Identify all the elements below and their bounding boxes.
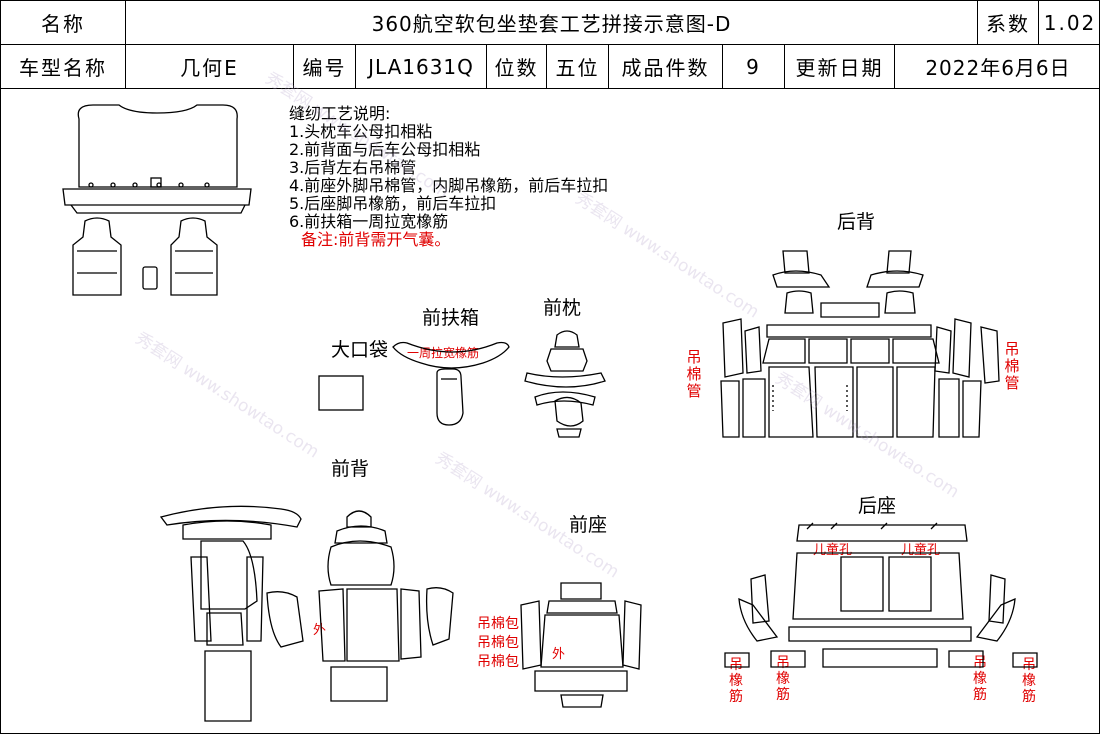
overview-rear-bench [62, 104, 252, 214]
note-armrest-band: 一周拉宽橡筋 [407, 346, 480, 360]
note-item: 4.前座外脚吊棉管，内脚吊橡筋，前后车拉扣 [289, 176, 609, 195]
pieces-label: 成品件数 [609, 45, 723, 89]
note-item: 3.后背左右吊棉管 [289, 158, 417, 177]
overview-front-seats [72, 217, 218, 296]
note-elastic: 吊橡筋 [973, 655, 987, 703]
note-item: 5.后座脚吊橡筋，前后车拉扣 [289, 194, 497, 213]
label-front-back: 前背 [331, 458, 370, 480]
notes-remark: 备注:前背需开气囊。 [301, 230, 451, 249]
note-hang-pack: 吊棉包 [477, 635, 519, 651]
watermark: 秀套网 www.showtao.com [131, 328, 323, 463]
update-value: 2022年6月6日 [895, 45, 1100, 89]
notes-heading: 缝纫工艺说明: [289, 104, 391, 123]
label-big-pocket: 大口袋 [331, 339, 389, 361]
rear-seat-pieces [724, 522, 1038, 668]
label-rear-seat: 后座 [858, 495, 897, 517]
note-hang-tube-left: 吊棉管 [686, 348, 702, 400]
pieces-value: 9 [723, 45, 785, 89]
note-item: 6.前扶箱一周拉宽橡筋 [289, 212, 449, 231]
sheet-title: 360航空软包坐垫套工艺拼接示意图-D [126, 1, 978, 45]
note-outer-front-seat: 外 [552, 647, 566, 662]
note-child-hole-left: 儿童孔 [813, 543, 853, 558]
note-elastic: 吊橡筋 [729, 657, 743, 705]
seats-value: 五位 [547, 45, 609, 89]
header-table: 名称 360航空软包坐垫套工艺拼接示意图-D 系数 1.02 车型名称 几何E … [1, 1, 1100, 89]
model-label: 车型名称 [1, 45, 126, 89]
note-item: 1.头枕车公母扣相粘 [289, 122, 433, 141]
label-rear-back: 后背 [837, 211, 876, 233]
coef-label: 系数 [978, 1, 1039, 45]
seats-label: 位数 [487, 45, 547, 89]
update-label: 更新日期 [785, 45, 895, 89]
note-hang-pack: 吊棉包 [477, 654, 519, 670]
note-hang-tube-right: 吊棉管 [1004, 340, 1020, 392]
model-value: 几何E [126, 45, 294, 89]
note-outer-front-back: 外 [313, 623, 327, 638]
front-back-pieces [159, 505, 454, 722]
headrest-pieces [524, 330, 606, 438]
note-child-hole-right: 儿童孔 [901, 543, 941, 558]
rear-back-pieces [720, 250, 1000, 438]
note-elastic: 吊橡筋 [1022, 657, 1036, 705]
code-value: JLA1631Q [356, 45, 487, 89]
coef-value: 1.02 [1039, 1, 1100, 45]
code-label: 编号 [294, 45, 356, 89]
name-label: 名称 [1, 1, 126, 45]
label-front-armrest: 前扶箱 [422, 307, 480, 329]
front-seat-pieces [520, 582, 642, 708]
note-hang-pack: 吊棉包 [477, 616, 519, 632]
label-front-seat: 前座 [569, 514, 608, 536]
pocket-piece [318, 375, 364, 411]
sewing-notes: 缝纫工艺说明: 1.头枕车公母扣相粘 2.前背面与后车公母扣相粘 3.后背左右吊… [289, 105, 608, 249]
note-elastic: 吊橡筋 [776, 655, 790, 703]
label-front-headrest: 前枕 [543, 297, 582, 319]
watermark: 秀套网 www.showtao.com [771, 368, 963, 503]
note-item: 2.前背面与后车公母扣相粘 [289, 140, 481, 159]
